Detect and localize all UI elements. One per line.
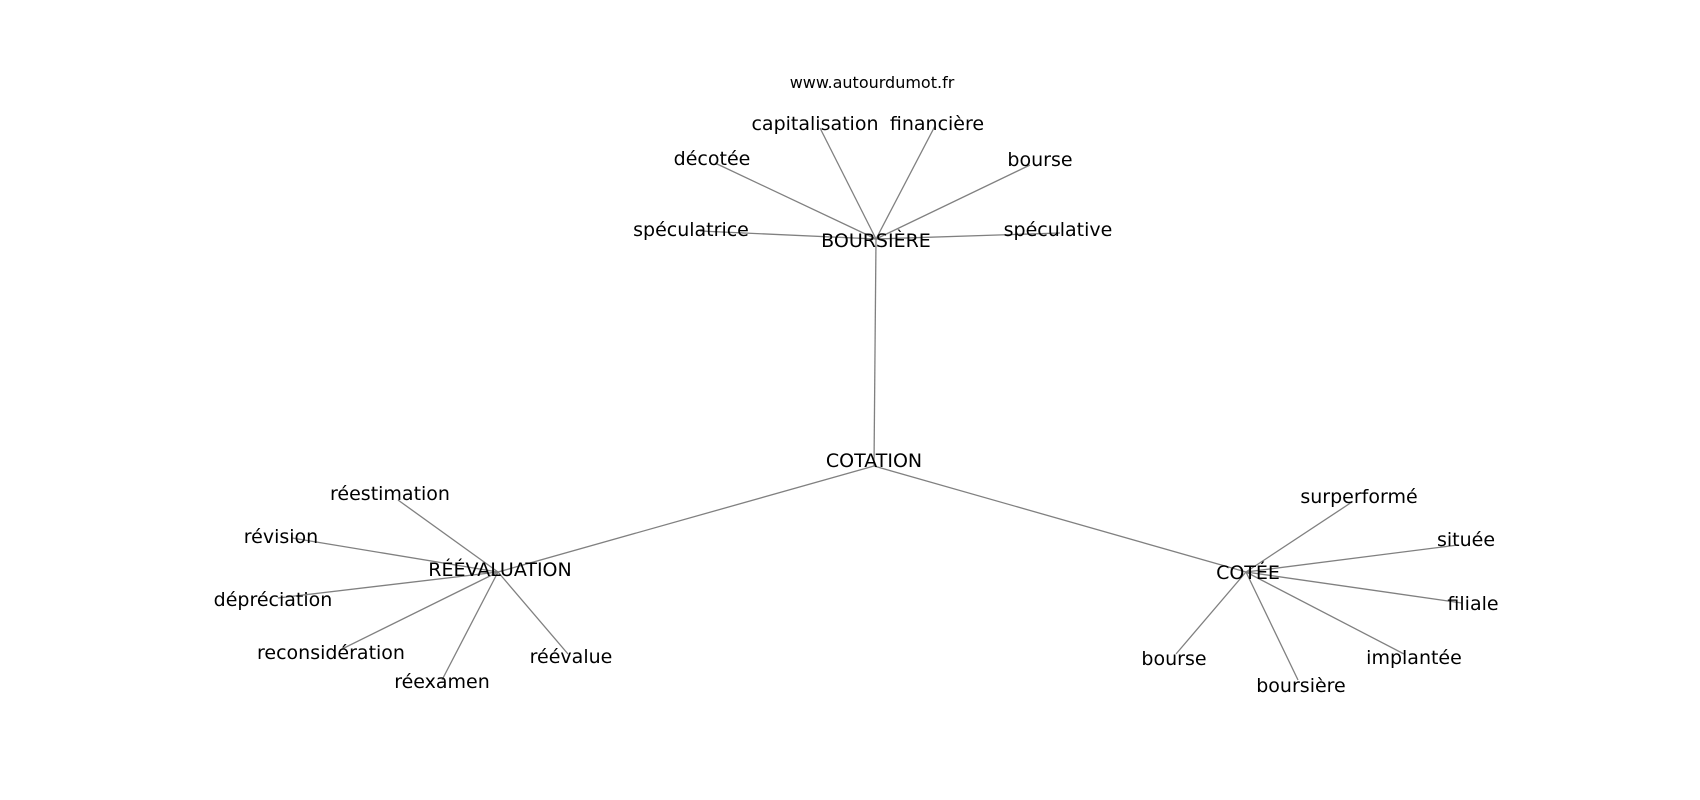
graph-edges xyxy=(277,125,1463,681)
node-label-cotee: COTÉE xyxy=(1216,561,1280,584)
node-label-boursiere_hub: BOURSIÈRE xyxy=(821,229,931,252)
edge-cotee-bourse_right xyxy=(1175,571,1247,655)
node-label-reconsideration: reconsidération xyxy=(257,642,405,664)
node-label-depreciation: dépréciation xyxy=(214,589,333,611)
edge-cotation-reevaluation xyxy=(497,465,875,573)
node-label-speculatrice: spéculatrice xyxy=(633,219,749,241)
node-label-decotee: décotée xyxy=(674,148,751,170)
edge-boursiere_hub-speculatrice xyxy=(699,230,877,240)
node-label-situee: située xyxy=(1437,529,1495,551)
node-label-reestimation: réestimation xyxy=(330,483,450,505)
edge-cotee-situee xyxy=(1245,544,1459,573)
edge-boursiere_hub-bourse_top xyxy=(875,164,1031,240)
edge-reevaluation-reconsideration xyxy=(339,571,499,651)
edge-reevaluation-reexamen xyxy=(441,571,499,681)
node-label-filiale: filiale xyxy=(1447,593,1498,615)
edge-cotee-surperforme xyxy=(1245,501,1353,573)
site-url-label: www.autourdumot.fr xyxy=(790,73,955,92)
edge-boursiere_hub-decotee xyxy=(714,162,877,240)
edge-boursiere_hub-financiere xyxy=(875,125,936,240)
node-label-financiere: financière xyxy=(890,113,984,135)
node-label-capitalisation: capitalisation xyxy=(751,113,878,135)
edge-cotee-boursiere_leaf xyxy=(1245,571,1299,681)
edge-cotation-cotee xyxy=(873,465,1247,573)
edge-reevaluation-depreciation xyxy=(277,571,499,599)
node-label-reevalue: réévalue xyxy=(530,646,613,668)
edge-cotee-implantee xyxy=(1245,571,1405,655)
edge-reevaluation-revision xyxy=(291,537,499,573)
node-label-reevaluation: RÉÉVALUATION xyxy=(428,558,571,581)
node-label-bourse_top: bourse xyxy=(1007,149,1072,171)
graph-labels: COTATION BOURSIÈRE RÉÉVALUATION COTÉE capita… xyxy=(214,113,1499,697)
node-label-cotation: COTATION xyxy=(826,450,922,472)
edge-boursiere_hub-speculative xyxy=(875,232,1061,240)
edge-cotation-boursiere_hub xyxy=(873,238,877,467)
node-label-revision: révision xyxy=(244,526,318,548)
node-label-boursiere_leaf: boursière xyxy=(1256,675,1346,697)
node-label-speculative: spéculative xyxy=(1004,219,1113,241)
node-label-surperforme: surperformé xyxy=(1300,486,1417,508)
node-label-implantee: implantée xyxy=(1366,647,1462,669)
edge-boursiere_hub-capitalisation xyxy=(819,127,877,240)
edge-cotee-filiale xyxy=(1245,571,1463,604)
edge-reevaluation-reevalue xyxy=(497,571,569,655)
node-label-reexamen: réexamen xyxy=(394,671,490,693)
edge-reevaluation-reestimation xyxy=(397,499,499,573)
node-label-bourse_right: bourse xyxy=(1141,648,1206,670)
